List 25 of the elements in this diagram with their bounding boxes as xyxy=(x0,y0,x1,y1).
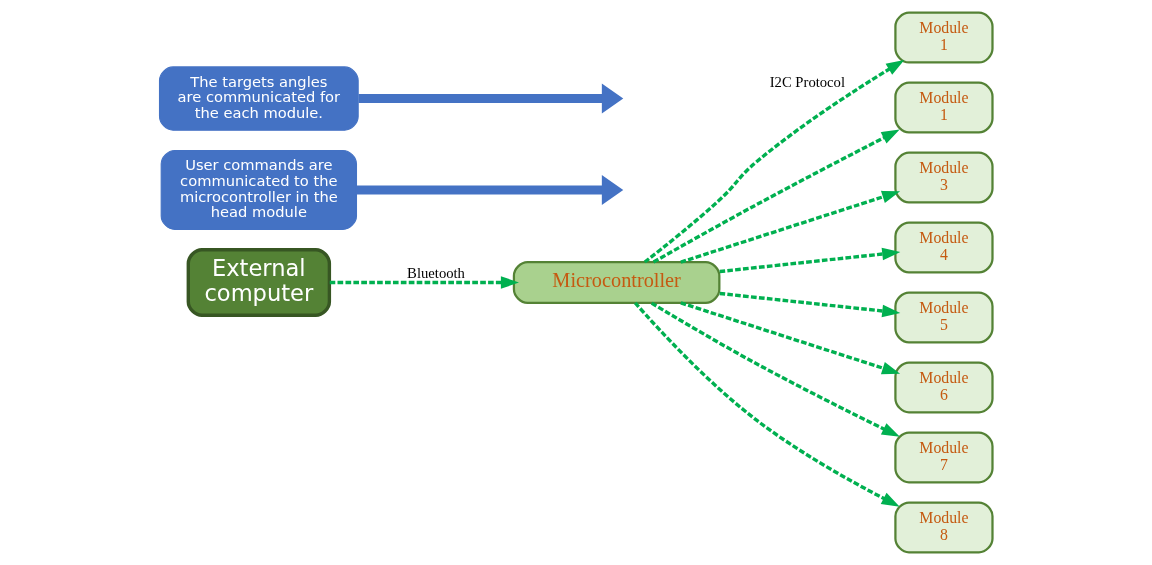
arrow xyxy=(358,83,624,114)
arrow xyxy=(719,291,901,318)
arrow xyxy=(650,301,900,437)
node-box: Module 7 xyxy=(894,431,994,484)
node-box: Module 6 xyxy=(894,361,994,414)
edge-label: I2C Protocol xyxy=(769,73,846,90)
node-box: Microcontroller xyxy=(512,261,721,304)
node-box: Module 5 xyxy=(894,291,994,344)
arrow xyxy=(680,190,901,264)
edge-label: Bluetooth xyxy=(407,265,465,282)
node-box: Module 3 xyxy=(894,151,994,204)
node-box: The targets angles are communicated for the each module. xyxy=(158,66,359,131)
node-box: Module 1 xyxy=(894,81,994,134)
node-box: Module 8 xyxy=(894,501,994,554)
arrow xyxy=(633,301,900,507)
node-box: Module 1 xyxy=(894,11,994,64)
arrow xyxy=(680,301,901,375)
arrow xyxy=(643,59,905,264)
node-box: External computer xyxy=(186,248,332,317)
arrow xyxy=(356,174,624,205)
node-box: User commands are communicated to the microcontroller in the head module xyxy=(160,149,358,230)
arrow xyxy=(329,276,519,289)
arrow xyxy=(652,129,900,264)
arrow xyxy=(719,247,901,274)
node-box: Module 4 xyxy=(894,221,994,274)
